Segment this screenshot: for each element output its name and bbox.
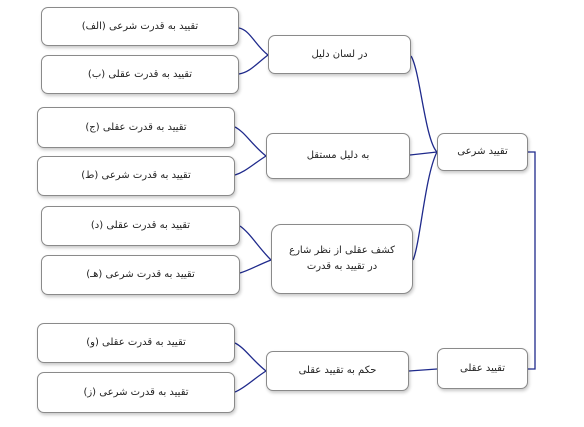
- connector-lisan-alef: [238, 27, 269, 56]
- root-aqli-label: تقیید عقلی: [460, 362, 505, 374]
- leaf-alef-label: تقیید به قدرت شرعی (الف): [81, 20, 199, 32]
- mid-lisan-label: در لسان دلیل: [311, 48, 368, 60]
- leaf-ze: تقیید به قدرت شرعی (ز): [37, 372, 235, 413]
- mid-mostaqel-label: به دلیل مستقل: [306, 150, 370, 161]
- connector-kashf-dal: [239, 225, 272, 261]
- leaf-be-label: تقیید به قدرت عقلی (ب): [87, 68, 193, 80]
- mid-mostaqel: به دلیل مستقل: [266, 133, 410, 179]
- connector-hokm-vav: [234, 342, 267, 372]
- root-aqli: تقیید عقلی: [437, 348, 528, 389]
- mid-kashf-text: کشف عقلی از نظر شارع در تقیید به قدرت: [289, 243, 395, 275]
- connector-mostaqel-jim: [234, 126, 267, 157]
- leaf-ta-label: تقیید به قدرت شرعی (ط): [81, 170, 191, 181]
- mid-kashf: کشف عقلی از نظر شارع در تقیید به قدرت: [271, 224, 413, 294]
- connector-mostaqel-ta: [234, 155, 267, 176]
- mid-kashf-line2: در تقیید به قدرت: [306, 261, 378, 272]
- leaf-vav-label: تقیید به قدرت عقلی (و): [86, 337, 186, 348]
- mid-hokm-label: حکم به تقیید عقلی: [298, 365, 377, 376]
- leaf-jim: تقیید به قدرت عقلی (ج): [37, 107, 235, 148]
- connector-shari-kashf: [412, 151, 438, 261]
- leaf-he: تقیید به قدرت شرعی (هـ): [41, 255, 240, 295]
- connector-lisan-be: [238, 54, 269, 75]
- leaf-he-label: تقیید به قدرت شرعی (هـ): [86, 269, 195, 280]
- mid-lisan: در لسان دلیل: [268, 35, 411, 74]
- leaf-ta: تقیید به قدرت شرعی (ط): [37, 156, 235, 196]
- mid-hokm: حکم به تقیید عقلی: [266, 351, 409, 391]
- leaf-dal: تقیید به قدرت عقلی (د): [41, 206, 240, 246]
- leaf-be: تقیید به قدرت عقلی (ب): [41, 55, 239, 94]
- leaf-dal-label: تقیید به قدرت عقلی (د): [90, 220, 191, 231]
- root-shari: تقیید شرعی: [437, 133, 528, 171]
- root-shari-label: تقیید شرعی: [457, 146, 508, 157]
- connector-root-bracket: [528, 151, 536, 370]
- connector-shari-lisan: [410, 55, 438, 153]
- connector-kashf-he: [239, 259, 272, 274]
- leaf-ze-label: تقیید به قدرت شرعی (ز): [83, 386, 189, 398]
- connector-shari-mostaqel: [409, 151, 438, 156]
- mid-kashf-line1: کشف عقلی از نظر شارع: [289, 245, 395, 256]
- leaf-jim-label: تقیید به قدرت عقلی (ج): [85, 121, 187, 133]
- leaf-alef: تقیید به قدرت شرعی (الف): [41, 7, 239, 46]
- leaf-vav: تقیید به قدرت عقلی (و): [37, 323, 235, 363]
- connector-hokm-ze: [234, 370, 267, 393]
- connector-aqli-hokm: [408, 368, 438, 372]
